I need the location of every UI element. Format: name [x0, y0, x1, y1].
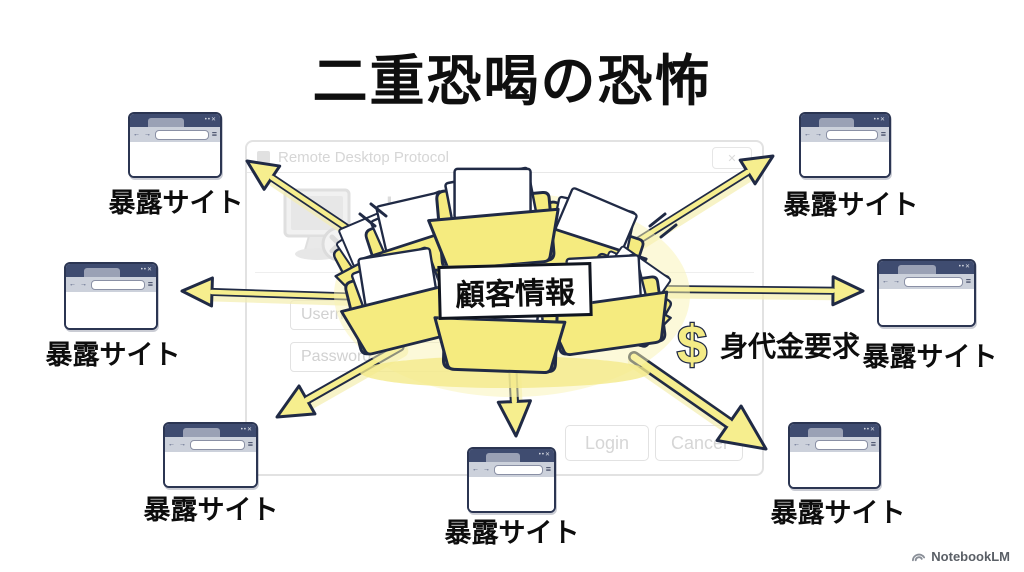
window-controls-icon: ••✕ [140, 267, 153, 273]
menu-icon: ≡ [870, 439, 876, 449]
leak-site-window-bottom-left: ••✕ ← → ≡ [163, 422, 258, 488]
browser-titlebar: ••✕ [790, 424, 879, 437]
leak-site-window-top-left: ••✕ ← → ≡ [128, 112, 222, 178]
browser-content [879, 289, 974, 325]
browser-titlebar: ••✕ [469, 449, 554, 462]
leak-site-window-bottom-right: ••✕ ← → ≡ [788, 422, 881, 489]
leak-site-window-mid-right: ••✕ ← → ≡ [877, 259, 976, 327]
close-icon[interactable]: ✕ [712, 147, 752, 169]
leak-site-window-top-right: ••✕ ← → ≡ [799, 112, 891, 178]
url-bar [493, 464, 543, 475]
menu-icon: ≡ [147, 279, 153, 289]
leak-site-window-mid-left: ••✕ ← → ≡ [64, 262, 158, 330]
rdp-titlebar: Remote Desktop Protocol ✕ [247, 142, 762, 173]
leak-site-window-bottom-center: ••✕ ← → ≡ [467, 447, 556, 513]
login-heading: Login [385, 190, 469, 228]
browser-content [801, 142, 889, 176]
svg-text:$: $ [677, 316, 707, 374]
browser-toolbar: ← → ≡ [469, 462, 554, 477]
menu-icon: ≡ [965, 276, 971, 286]
back-forward-icon: ← → [69, 281, 88, 288]
back-forward-icon: ← → [168, 441, 187, 448]
browser-tab [807, 428, 844, 437]
ransom-demand: $ 身代金要求 [670, 316, 860, 374]
browser-titlebar: ••✕ [130, 114, 220, 127]
browser-toolbar: ← → ≡ [165, 437, 256, 452]
window-controls-icon: ••✕ [204, 117, 217, 123]
browser-content [130, 142, 220, 176]
rdp-window-title: Remote Desktop Protocol [278, 148, 449, 166]
dollar-icon: $ [676, 316, 709, 374]
menu-icon: ≡ [880, 129, 886, 139]
browser-titlebar: ••✕ [879, 261, 974, 274]
browser-toolbar: ← → ≡ [879, 274, 974, 289]
rdp-app-icon [257, 150, 270, 164]
url-bar [903, 276, 963, 287]
browser-titlebar: ••✕ [801, 114, 889, 127]
watermark-label: NotebookLM [931, 549, 1010, 564]
window-controls-icon: ••✕ [240, 427, 253, 433]
cancel-button[interactable]: Cancel [655, 425, 743, 461]
url-bar [814, 439, 868, 450]
back-forward-icon: ← → [804, 131, 823, 138]
leak-site-label: 暴露サイト [45, 340, 181, 370]
url-bar [825, 129, 878, 140]
url-bar [189, 439, 245, 450]
leak-site-label: 暴露サイト [143, 495, 279, 525]
browser-titlebar: ••✕ [165, 424, 256, 437]
password-field[interactable] [290, 342, 480, 372]
back-forward-icon: ← → [882, 278, 901, 285]
browser-content [790, 452, 879, 487]
leak-site-label: 暴露サイト [770, 498, 906, 528]
ransom-demand-label: 身代金要求 [720, 331, 861, 362]
back-forward-icon: ← → [472, 466, 491, 473]
watermark: NotebookLM [911, 549, 1010, 564]
browser-toolbar: ← → ≡ [801, 127, 889, 142]
browser-titlebar: ••✕ [66, 264, 156, 277]
browser-toolbar: ← → ≡ [66, 277, 156, 292]
menu-icon: ≡ [247, 439, 253, 449]
browser-content [66, 292, 156, 328]
menu-icon: ≡ [545, 464, 551, 474]
browser-tab [148, 118, 184, 127]
leak-site-label: 暴露サイト [783, 190, 919, 220]
window-controls-icon: ••✕ [873, 117, 886, 123]
browser-content [165, 452, 256, 486]
page-title: 二重恐喝の恐怖 [312, 50, 712, 112]
leak-site-label: 暴露サイト [444, 518, 580, 548]
customer-data-label: 顧客情報 [437, 261, 593, 321]
window-controls-icon: ••✕ [538, 452, 551, 458]
browser-tab [84, 268, 120, 277]
leak-site-label: 暴露サイト [862, 342, 998, 372]
menu-icon: ≡ [211, 129, 217, 139]
remote-desktop-icon [277, 186, 369, 279]
browser-tab [486, 453, 520, 462]
url-bar [154, 129, 209, 140]
browser-tab [898, 265, 936, 274]
browser-tab [818, 118, 854, 127]
window-controls-icon: ••✕ [958, 264, 971, 270]
browser-toolbar: ← → ≡ [130, 127, 220, 142]
url-bar [90, 279, 145, 290]
notebooklm-logo-icon [912, 553, 926, 562]
login-button[interactable]: Login [565, 425, 649, 461]
browser-toolbar: ← → ≡ [790, 437, 879, 452]
browser-tab [183, 428, 220, 437]
leak-site-label: 暴露サイト [108, 188, 244, 218]
back-forward-icon: ← → [793, 441, 812, 448]
browser-content [469, 477, 554, 511]
window-controls-icon: ••✕ [863, 427, 876, 433]
back-forward-icon: ← → [133, 131, 152, 138]
